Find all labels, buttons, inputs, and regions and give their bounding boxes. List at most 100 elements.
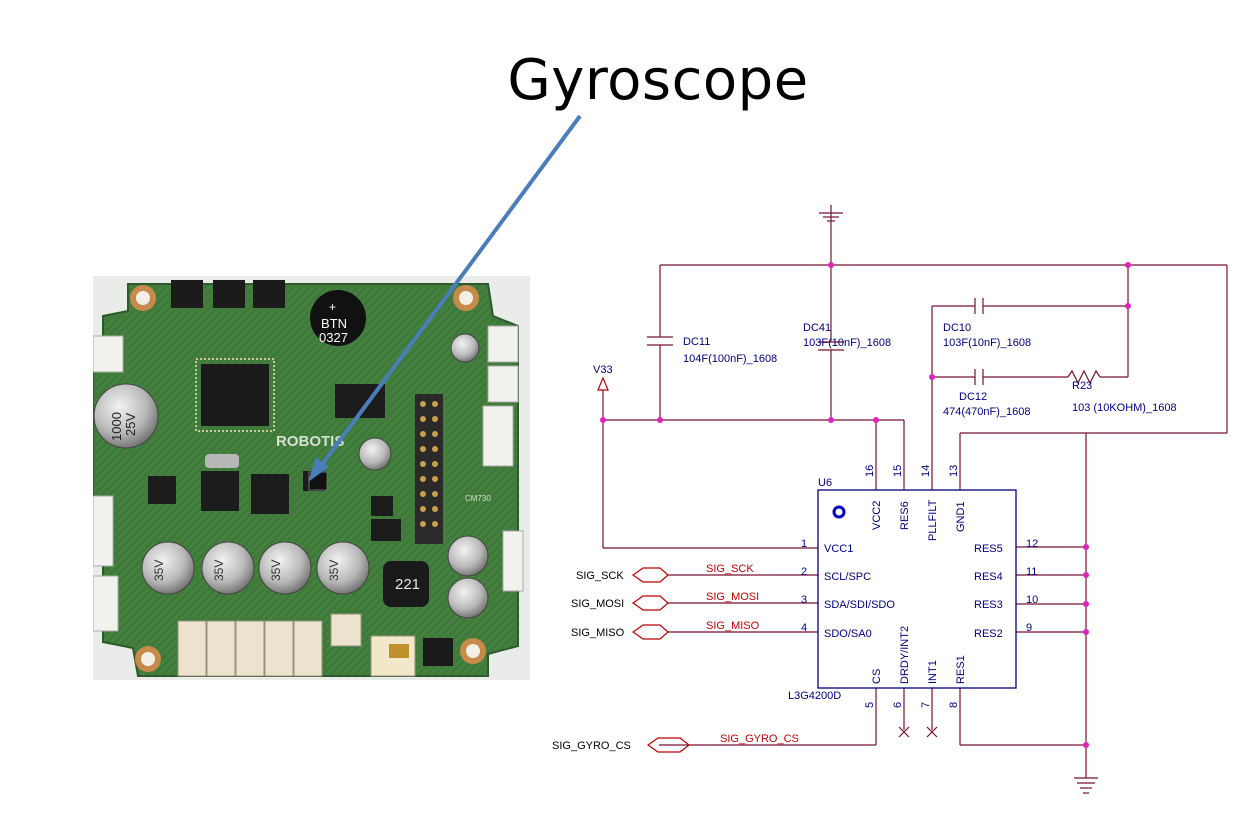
pin-name: RES2 bbox=[974, 628, 1003, 640]
connector bbox=[502, 530, 524, 592]
pin-num: 12 bbox=[1026, 538, 1038, 550]
connector bbox=[93, 575, 119, 632]
ic bbox=[201, 471, 239, 511]
resistor-ref: R23 bbox=[1072, 380, 1092, 392]
board-note: CM730 bbox=[465, 494, 491, 503]
pin-name: PLLFILT bbox=[927, 499, 939, 541]
pin-name: SCL/SPC bbox=[824, 571, 871, 583]
pin-name: VCC1 bbox=[824, 543, 853, 555]
port-label: SIG_GYRO_CS bbox=[552, 740, 631, 752]
pin-num: 11 bbox=[1026, 566, 1037, 578]
capacitor-bottom bbox=[316, 541, 370, 595]
pin-num: 16 bbox=[864, 465, 876, 477]
net-label: SIG_MISO bbox=[706, 620, 760, 632]
port-sig-gyro-cs bbox=[646, 737, 690, 753]
capacitor bbox=[447, 535, 489, 577]
capacitor bbox=[358, 437, 392, 471]
pin-name: DRDY/INT2 bbox=[899, 626, 911, 684]
connector bbox=[93, 495, 114, 567]
pin-num: 5 bbox=[864, 702, 876, 708]
cap-ref-dc41: DC41 bbox=[803, 322, 831, 334]
cap-value-dc11: 104F(100nF)_1608 bbox=[683, 353, 777, 365]
ic bbox=[148, 476, 176, 504]
top-button bbox=[171, 280, 203, 308]
microcontroller bbox=[201, 364, 269, 426]
port-sig-miso bbox=[631, 624, 669, 640]
ic bbox=[371, 496, 393, 516]
small-capacitor bbox=[450, 333, 480, 363]
pin-num: 8 bbox=[948, 702, 960, 708]
cap-value-dc12: 474(470nF)_1608 bbox=[943, 406, 1030, 418]
capacitor-voltage: 35V bbox=[327, 560, 341, 581]
pin-num: 1 bbox=[801, 538, 807, 550]
pin-name: RES5 bbox=[974, 543, 1003, 555]
power-switch bbox=[423, 638, 453, 666]
pointer-arrow-line bbox=[316, 114, 582, 472]
pin-num: 14 bbox=[920, 465, 932, 477]
pin-num: 2 bbox=[801, 566, 807, 578]
cap-ref-dc11: DC11 bbox=[683, 336, 710, 348]
title-gyroscope: Gyroscope bbox=[507, 48, 809, 113]
pin1-marker bbox=[832, 505, 846, 519]
net-label: SIG_SCK bbox=[706, 563, 754, 575]
pin-name: CS bbox=[871, 669, 883, 684]
large-capacitor-voltage: 25V bbox=[123, 413, 138, 436]
top-button bbox=[253, 280, 285, 308]
pin-name: VCC2 bbox=[871, 501, 883, 530]
gyroscope-schematic: V33 DC11 104F(100nF)_1608 DC41 103F(10nF… bbox=[552, 205, 1228, 794]
pin-num: 15 bbox=[892, 465, 904, 477]
port-label: SIG_MOSI bbox=[571, 598, 624, 610]
crystal bbox=[205, 454, 239, 468]
chip-ref: U6 bbox=[818, 477, 832, 489]
chip-body bbox=[817, 489, 1017, 689]
junctions bbox=[600, 262, 1131, 748]
capacitor-bottom bbox=[201, 541, 255, 595]
connector bbox=[93, 335, 124, 373]
robotis-logo: ROBOTIS bbox=[276, 433, 344, 450]
pin-num: 7 bbox=[920, 702, 932, 708]
inductor bbox=[383, 561, 429, 607]
cap-value-dc10: 103F(10nF)_1608 bbox=[943, 337, 1031, 349]
pin-num: 13 bbox=[948, 465, 960, 477]
power-label: V33 bbox=[593, 364, 613, 376]
cap-value-dc41: 103F(10nF)_1608 bbox=[803, 337, 891, 349]
capacitor-voltage: 35V bbox=[212, 560, 226, 581]
pin-num: 6 bbox=[892, 702, 904, 708]
pin-name: INT1 bbox=[927, 660, 939, 684]
pin-name: GND1 bbox=[955, 501, 967, 532]
top-button bbox=[213, 280, 245, 308]
servo-connectors bbox=[177, 613, 362, 677]
svg-text:+: + bbox=[329, 300, 336, 314]
port-label: SIG_MISO bbox=[571, 627, 625, 639]
ic bbox=[251, 474, 289, 514]
net-label: SIG_GYRO_CS bbox=[720, 733, 799, 745]
chip-part: L3G4200D bbox=[788, 690, 841, 702]
capacitor-voltage: 35V bbox=[152, 560, 166, 581]
connector bbox=[487, 365, 519, 403]
pin-name: RES1 bbox=[955, 655, 967, 684]
connector bbox=[482, 405, 514, 467]
pin-header bbox=[415, 394, 443, 544]
pin-name: RES4 bbox=[974, 571, 1003, 583]
pin-num: 3 bbox=[801, 594, 807, 606]
pin-num: 4 bbox=[801, 622, 807, 634]
cap-ref-dc10: DC10 bbox=[943, 322, 971, 334]
port-sig-mosi bbox=[631, 595, 669, 611]
capacitor bbox=[447, 577, 489, 619]
pin-num: 9 bbox=[1026, 622, 1032, 634]
connector bbox=[487, 325, 519, 363]
buzzer-number: 0327 bbox=[319, 330, 348, 345]
buzzer-label: BTN bbox=[321, 316, 347, 331]
pin-name: RES6 bbox=[899, 501, 911, 530]
pin-name: RES3 bbox=[974, 599, 1003, 611]
pin-name: SDA/SDI/SDO bbox=[824, 599, 895, 611]
port-sig-sck bbox=[631, 567, 669, 583]
cap-ref-dc12: DC12 bbox=[959, 391, 987, 403]
capacitor-bottom bbox=[141, 541, 195, 595]
net-label: SIG_MOSI bbox=[706, 591, 759, 603]
large-capacitor-value: 1000 bbox=[109, 412, 124, 441]
pin-num: 10 bbox=[1026, 594, 1038, 606]
inductor-code: 221 bbox=[395, 576, 420, 593]
buzzer bbox=[310, 290, 366, 346]
